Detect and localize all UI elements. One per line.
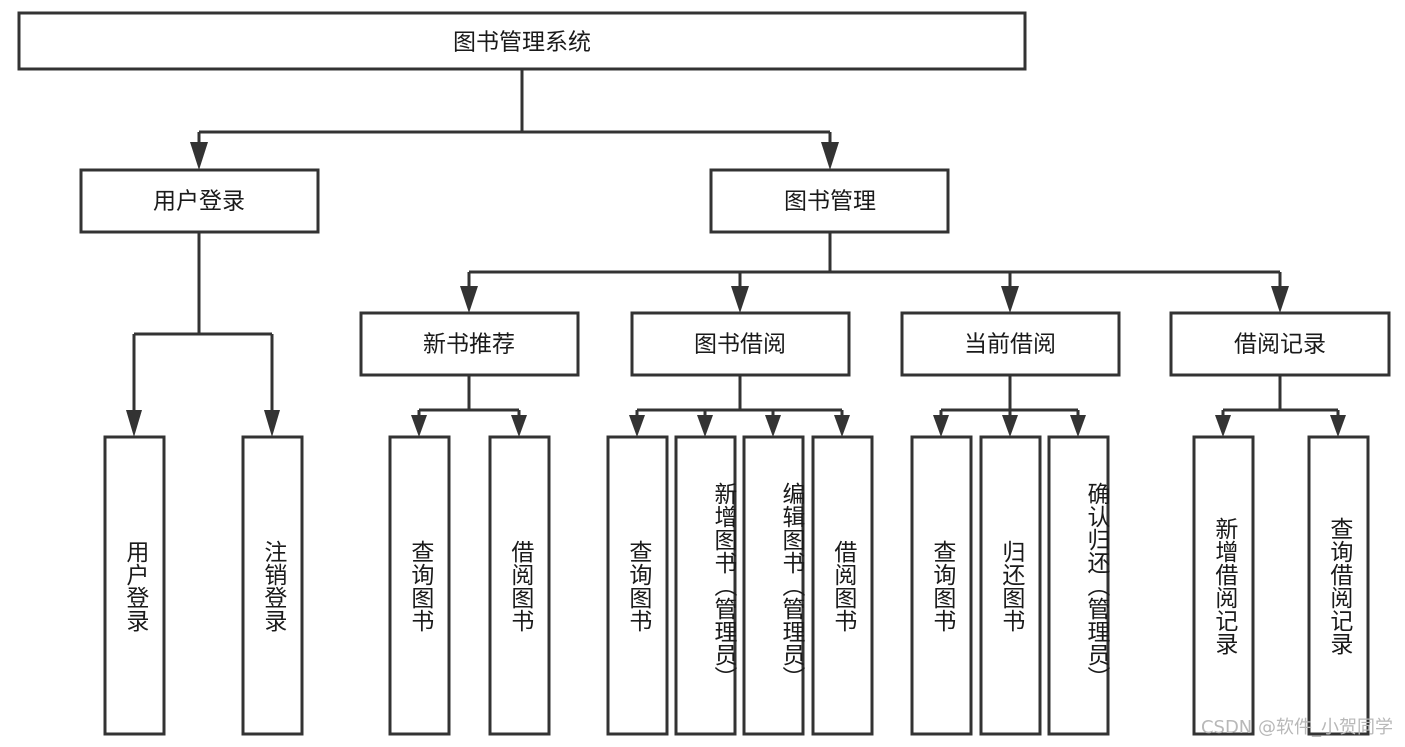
node-box-user-login[interactable]: [79, 168, 320, 234]
arrow-head-ul-leaf-2: [264, 410, 280, 437]
node-box-leaf-borrow-records-1[interactable]: [1307, 435, 1370, 736]
node-label-book-manage: 图书管理: [784, 189, 876, 215]
node-box-book-manage[interactable]: [709, 168, 950, 234]
csdn-watermark: CSDN @软件_小贺同学: [1200, 717, 1393, 738]
arrow-head-book-borrow: [731, 286, 749, 313]
node-box-leaf-new-book-0[interactable]: [388, 435, 451, 736]
arrow-head-bb-leaf-3: [765, 415, 781, 437]
node-box-root[interactable]: [17, 11, 1027, 71]
connector-group-new-book: [411, 375, 527, 437]
node-label-new-book-recommend: 新书推荐: [423, 332, 515, 358]
node-box-leaf-current-borrow-1[interactable]: [979, 435, 1042, 736]
connector-group-borrow-records: [1215, 375, 1346, 437]
node-label-current-borrow: 当前借阅: [964, 332, 1056, 358]
connector-group-book-manage: [460, 232, 1289, 313]
arrow-head-cb-leaf-3: [1070, 415, 1086, 437]
connector-group-current-borrow: [933, 375, 1086, 437]
arrow-head-new-book: [460, 286, 478, 313]
connector-group-book-borrow: [629, 375, 850, 437]
node-box-current-borrow[interactable]: [900, 311, 1121, 377]
arrow-head-bb-leaf-2: [697, 415, 713, 437]
node-box-book-borrow[interactable]: [630, 311, 851, 377]
connector-group-user-login: [126, 232, 280, 437]
arrow-head-book-manage: [821, 142, 839, 170]
connector-group-root: [190, 69, 839, 170]
node-box-leaf-book-borrow-2[interactable]: [742, 435, 805, 736]
arrow-head-bb-leaf-1: [629, 415, 645, 437]
node-label-book-borrow: 图书借阅: [694, 332, 786, 358]
arrow-head-br-leaf-2: [1330, 415, 1346, 437]
arrow-head-cb-leaf-1: [933, 415, 949, 437]
arrow-head-ul-leaf-1: [126, 410, 142, 437]
node-box-leaf-user-login-0[interactable]: [103, 435, 166, 736]
node-box-leaf-new-book-1[interactable]: [488, 435, 551, 736]
node-box-leaf-book-borrow-1[interactable]: [674, 435, 737, 736]
node-label-borrow-records: 借阅记录: [1234, 332, 1326, 358]
arrow-head-current-borrow: [1001, 286, 1019, 313]
node-label-user-login: 用户登录: [153, 189, 245, 215]
arrow-head-nb-leaf-2: [511, 415, 527, 437]
node-box-leaf-book-borrow-3[interactable]: [811, 435, 874, 736]
node-box-leaf-current-borrow-0[interactable]: [910, 435, 973, 736]
arrow-head-user-login: [190, 142, 208, 170]
arrow-head-bb-leaf-4: [834, 415, 850, 437]
arrow-head-br-leaf-1: [1215, 415, 1231, 437]
arrow-head-nb-leaf-1: [411, 415, 427, 437]
arrow-head-cb-leaf-2: [1002, 415, 1018, 437]
node-label-root: 图书管理系统: [453, 30, 591, 56]
node-box-leaf-book-borrow-0[interactable]: [606, 435, 669, 736]
node-box-leaf-borrow-records-0[interactable]: [1192, 435, 1255, 736]
node-box-leaf-current-borrow-2[interactable]: [1047, 435, 1110, 736]
node-box-new-book-recommend[interactable]: [359, 311, 580, 377]
arrow-head-borrow-records: [1271, 286, 1289, 313]
node-box-leaf-user-login-1[interactable]: [241, 435, 304, 736]
node-box-borrow-records[interactable]: [1169, 311, 1391, 377]
